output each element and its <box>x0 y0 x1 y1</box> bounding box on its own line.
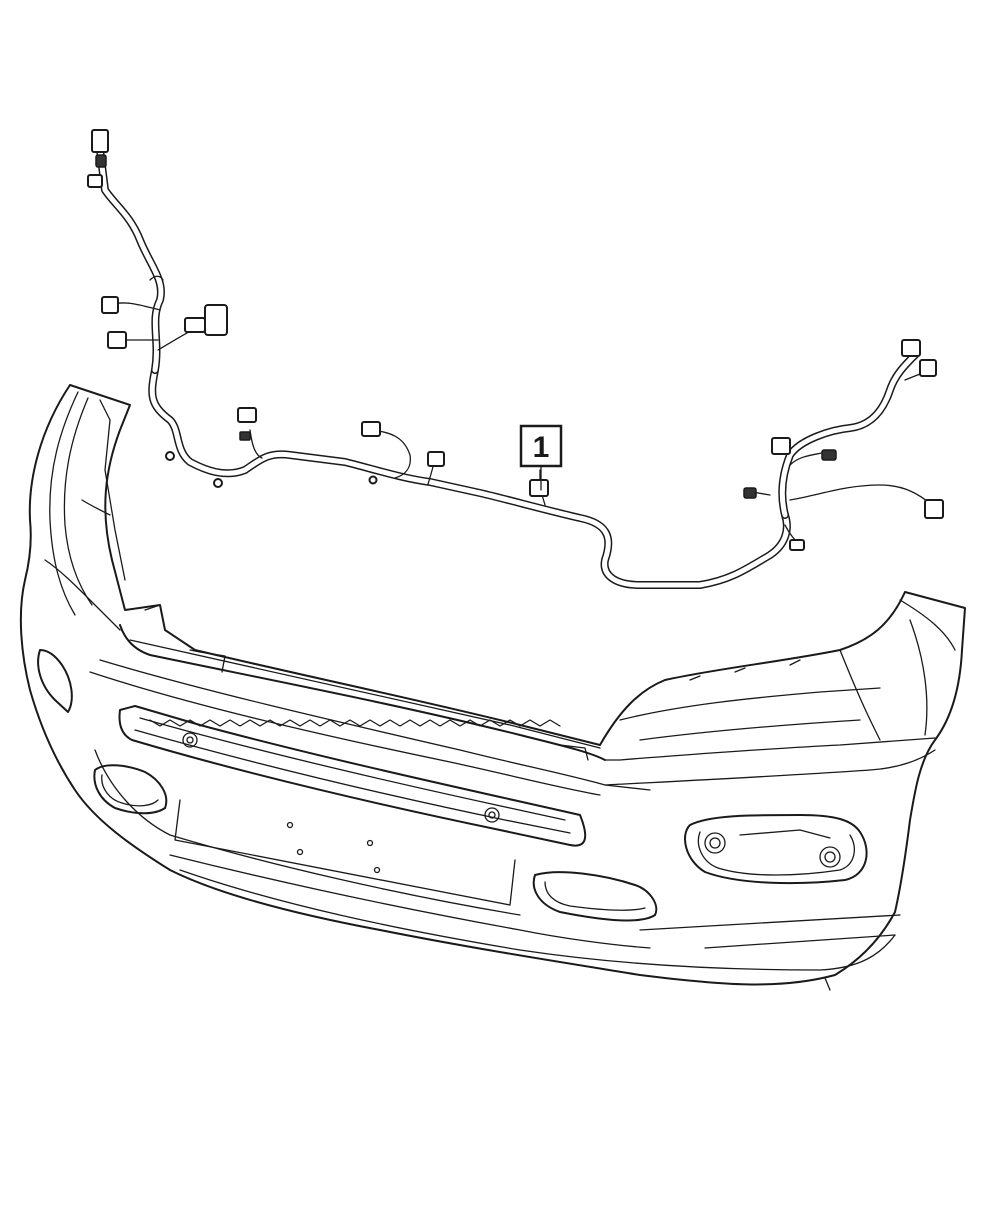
callout-1[interactable]: 1 <box>519 424 563 491</box>
wiring-harness[interactable] <box>96 146 933 589</box>
callout-box <box>519 424 563 468</box>
front-bumper <box>19 384 966 991</box>
harness-connectors[interactable] <box>87 129 944 551</box>
callout-label: 1 <box>533 431 550 464</box>
